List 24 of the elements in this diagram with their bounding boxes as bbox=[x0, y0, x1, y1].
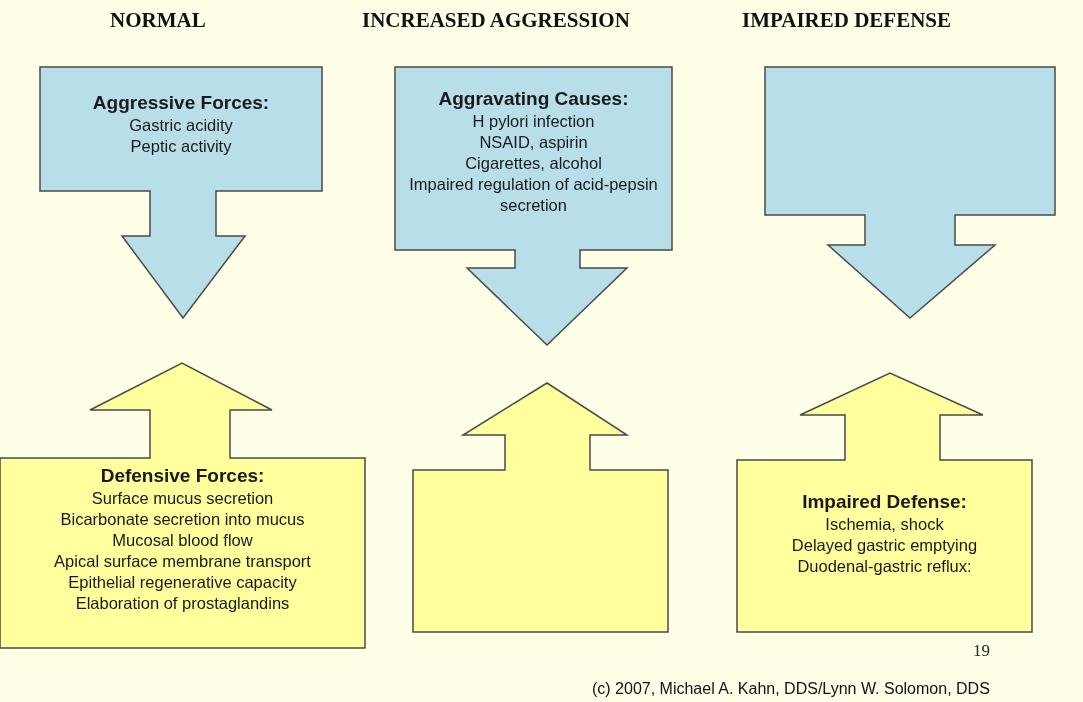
block-heading: Impaired Defense: bbox=[802, 490, 967, 514]
list-item: Gastric acidity bbox=[129, 115, 233, 136]
block-heading: Aggressive Forces: bbox=[92, 91, 270, 115]
list-item: Impaired regulation of acid-pepsin secretion bbox=[408, 174, 659, 216]
list-item: NSAID, aspirin bbox=[479, 132, 588, 153]
list-item: Peptic activity bbox=[130, 136, 232, 157]
list-item: Bicarbonate secretion into mucus bbox=[60, 509, 305, 530]
list-item: Delayed gastric emptying bbox=[791, 535, 978, 556]
page-number: 19 bbox=[973, 641, 990, 661]
column-heading: INCREASED AGGRESSION bbox=[362, 8, 630, 33]
list-item: Surface mucus secretion bbox=[91, 488, 274, 509]
copyright-note: (c) 2007, Michael A. Kahn, DDS/Lynn W. Solomon, DDS bbox=[592, 680, 990, 698]
list-item: Mucosal blood flow bbox=[112, 530, 253, 551]
block-heading: Aggravating Causes: bbox=[438, 87, 629, 111]
list-item: Epithelial regenerative capacity bbox=[68, 572, 297, 593]
list-item: H pylori infection bbox=[472, 111, 595, 132]
list-item: Duodenal-gastric reflux: bbox=[797, 556, 972, 577]
list-item: Ischemia, shock bbox=[825, 514, 944, 535]
list-item: Cigarettes, alcohol bbox=[465, 153, 602, 174]
list-item: Elaboration of prostaglandins bbox=[75, 593, 290, 614]
block-heading: Defensive Forces: bbox=[100, 464, 265, 488]
list-item: Apical surface membrane transport bbox=[54, 551, 311, 572]
column-heading: IMPAIRED DEFENSE bbox=[742, 8, 952, 33]
column-heading: NORMAL bbox=[110, 8, 206, 33]
